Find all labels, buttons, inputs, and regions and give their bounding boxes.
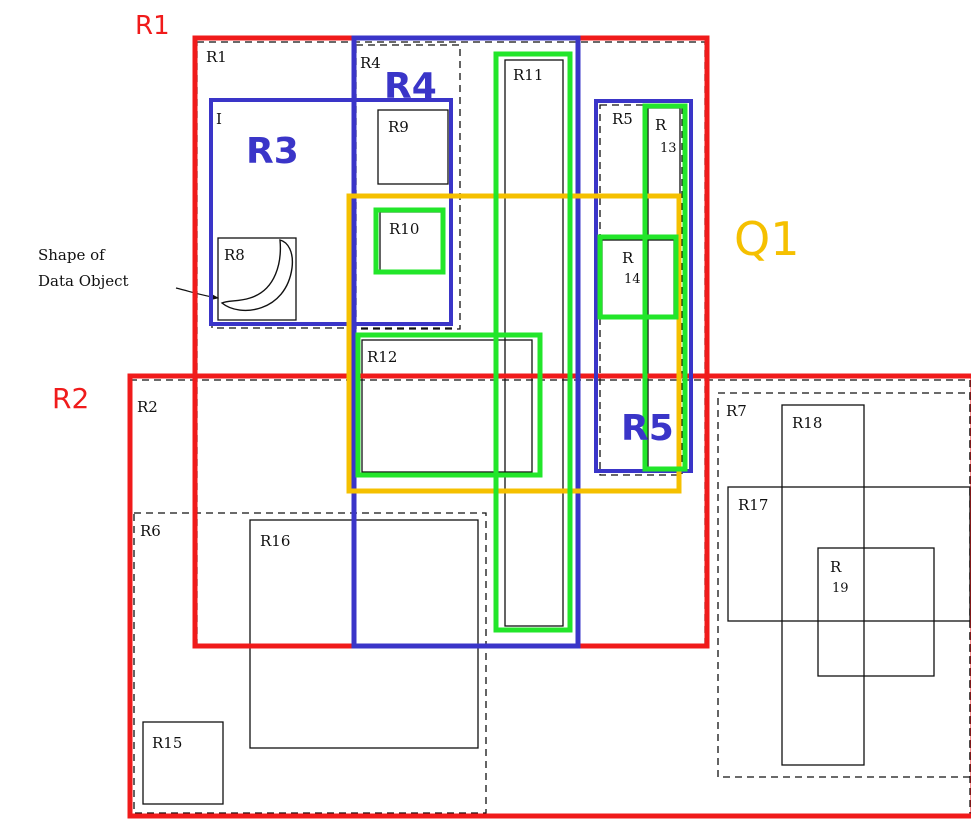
scan-label-r3-partial: I — [216, 110, 222, 128]
scan-label-r9: R9 — [388, 118, 409, 136]
scan-label-r14-sub: 14 — [624, 272, 641, 287]
scan-label-r17: R17 — [738, 496, 768, 514]
rect-r11 — [505, 60, 563, 626]
rect-r16 — [250, 520, 478, 748]
overlay-rect-r11 — [496, 54, 570, 630]
annotation-line-1: Shape of — [38, 246, 106, 264]
scan-label-r14-main: R — [622, 249, 634, 267]
scan-label-r2: R2 — [137, 398, 158, 416]
scan-label-r18: R18 — [792, 414, 822, 432]
scan-label-r10: R10 — [389, 220, 419, 238]
scan-label-r12: R12 — [367, 348, 397, 366]
scan-label-r16: R16 — [260, 532, 290, 550]
overlay-label-r4: R4 — [384, 66, 437, 107]
overlay-rect-r2 — [130, 376, 971, 816]
scan-label-r7: R7 — [726, 402, 747, 420]
annotation-line-2: Data Object — [38, 272, 129, 290]
rect-r2-dashed — [130, 380, 970, 816]
scan-label-r15: R15 — [152, 734, 182, 752]
scan-label-r19-sub: 19 — [832, 581, 849, 596]
rect-r6-dashed — [134, 513, 486, 813]
rect-r18 — [782, 405, 864, 765]
scan-label-r13-sub: 13 — [660, 141, 677, 156]
scan-label-r4: R4 — [360, 54, 381, 72]
scan-label-r8: R8 — [224, 246, 245, 264]
scan-label-r13-main: R — [655, 116, 667, 134]
overlay-label-r5: R5 — [621, 408, 674, 449]
overlay-label-r3: R3 — [246, 131, 299, 172]
scan-label-r6: R6 — [140, 522, 161, 540]
scan-label-r19-main: R — [830, 558, 842, 576]
overlay-label-r2: R2 — [52, 382, 89, 415]
scan-label-r1: R1 — [206, 48, 227, 66]
overlay-label-q1: Q1 — [734, 212, 799, 266]
scan-label-r5: R5 — [612, 110, 633, 128]
scan-label-r11: R11 — [513, 66, 543, 84]
overlay-label-r1: R1 — [135, 11, 170, 41]
